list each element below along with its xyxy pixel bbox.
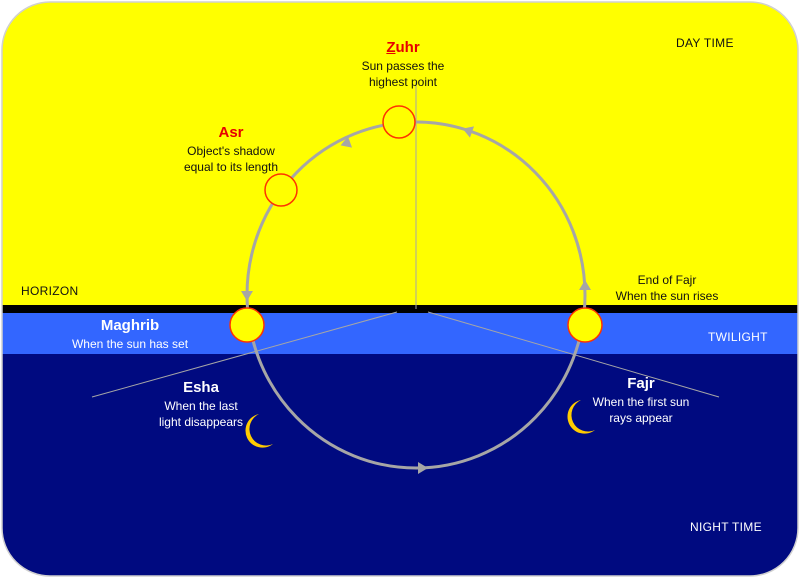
maghrib-desc-1: When the sun has set [71,337,189,351]
sun-icon [264,173,298,207]
sun-icon [229,307,265,343]
arrow-head-icon [462,126,475,138]
arrow-head-icon [340,136,353,148]
asr-desc-1: Object's shadow [187,144,275,158]
fajr-desc-2: rays appear [609,411,673,425]
asr-desc-2: equal to its length [183,160,279,174]
crescent-moon-icon [567,400,595,434]
night-zone [2,354,798,576]
twilight-label: TWILIGHT [708,330,768,344]
esha-desc-1: When the last [164,399,238,413]
fajr-end-desc-2: When the sun rises [615,289,719,303]
esha-label: Esha When the last light disappears [148,378,254,430]
esha-desc-2: light disappears [158,415,244,429]
maghrib-title: Maghrib [100,317,160,334]
zuhr-desc-2: highest point [368,75,438,89]
twilight-zone [2,312,798,354]
sun-icon [567,307,603,343]
esha-angle-line [91,311,398,398]
zuhr-label: Zuhr Sun passes the highest point [350,38,456,90]
fajr-title: Fajr [627,375,655,392]
day-time-label: DAY TIME [676,36,734,50]
asr-title: Asr [218,124,244,141]
arrow-head-icon [241,291,253,301]
arrow-head-icon [579,280,591,290]
sun-icon [382,105,416,139]
zuhr-desc-1: Sun passes the [361,59,445,73]
fajr-desc-1: When the first sun [592,395,690,409]
fajr-end-desc-1: End of Fajr [637,273,697,287]
day-zone [2,2,798,307]
asr-label: Asr Object's shadow equal to its length [170,123,292,175]
fajr-end-label: End of Fajr When the sun rises [604,272,730,304]
night-time-label: NIGHT TIME [690,520,762,534]
esha-title: Esha [183,379,219,396]
crescent-moon-icon [245,414,273,448]
zuhr-title: Zuhr [386,39,420,56]
arrow-head-icon [418,462,428,474]
fajr-label: Fajr When the first sun rays appear [580,374,702,426]
horizon-line [2,305,798,313]
maghrib-label: Maghrib When the sun has set [60,316,200,352]
horizon-label: HORIZON [21,284,79,298]
